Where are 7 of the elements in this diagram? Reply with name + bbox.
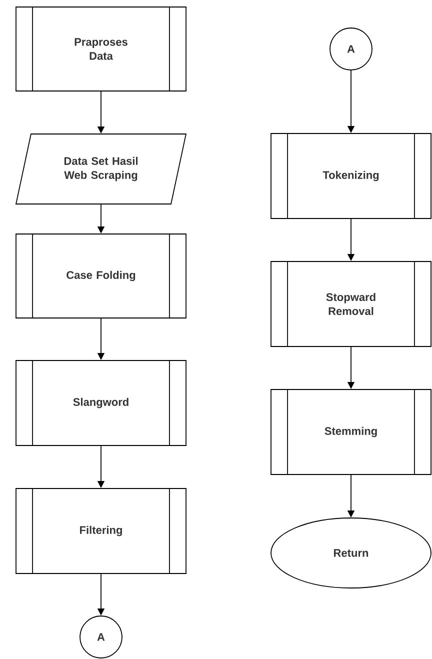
process-box: Case Folding xyxy=(16,234,186,318)
process-box: Tokenizing xyxy=(270,133,432,219)
process-box: Stopward Removal xyxy=(270,261,432,347)
process-box: Stemming xyxy=(270,389,432,475)
process-box: Praproses Data xyxy=(16,6,186,92)
process-box: Slangword xyxy=(16,360,186,446)
process-box: Filtering xyxy=(16,488,186,574)
